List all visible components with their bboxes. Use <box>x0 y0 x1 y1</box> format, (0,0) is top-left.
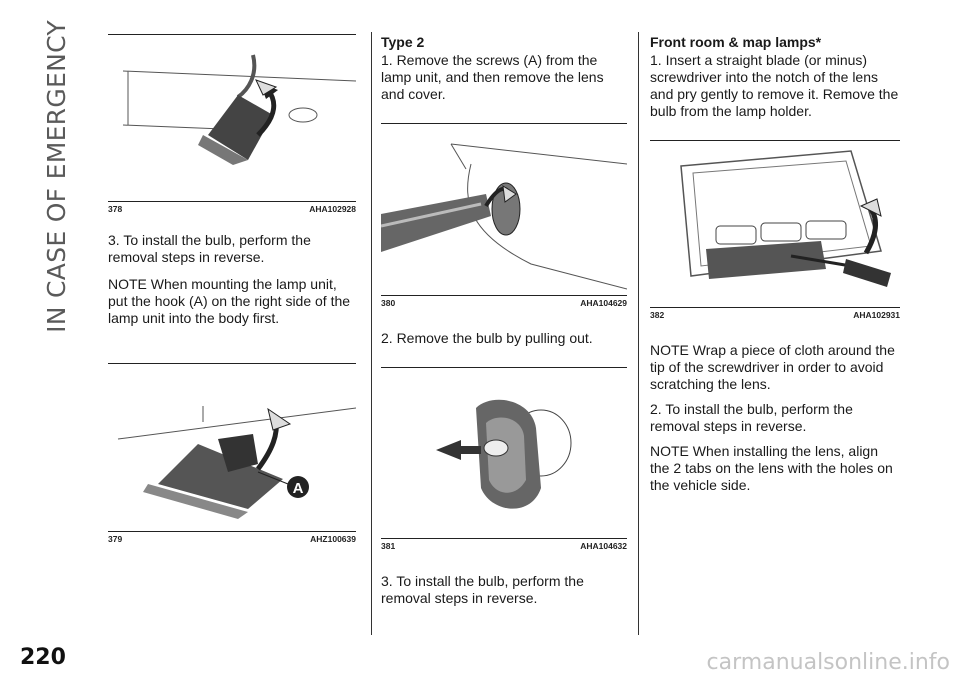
watermark: carmanualsonline.info <box>706 650 950 675</box>
page-number: 220 <box>20 645 66 670</box>
callout-a: A <box>293 480 304 497</box>
note-1: NOTE Wrap a piece of cloth around the ti… <box>650 342 895 392</box>
figure-378: 378 AHA102928 <box>108 34 356 214</box>
heading-type-2: Type 2 <box>381 34 425 50</box>
figure-number: 378 <box>108 204 123 214</box>
column-2: Type 2 1. Remove the screws (A) from the… <box>381 34 627 607</box>
figure-380: 380 AHA104629 <box>381 123 627 308</box>
step-1: 1. Remove the screws (A) from the lamp u… <box>381 52 604 102</box>
heading-front-room-map-lamps: Front room & map lamps* <box>650 34 822 50</box>
column-divider-1 <box>371 32 372 635</box>
figure-379: A 379 AHZ100639 <box>108 363 356 544</box>
column-divider-2 <box>638 32 639 635</box>
figure-number: 380 <box>381 298 396 308</box>
step-3: 3. To install the bulb, perform the remo… <box>108 232 311 265</box>
figure-379-illustration: A <box>117 406 356 519</box>
section-title: IN CASE OF EMERGENCY <box>42 20 71 333</box>
note-2: NOTE When installing the lens, align the… <box>650 443 893 493</box>
step-2: 2. To install the bulb, perform the remo… <box>650 401 853 434</box>
figure-code: AHA104629 <box>580 298 627 308</box>
step-3: 3. To install the bulb, perform the remo… <box>381 573 584 606</box>
figure-382-illustration <box>680 150 891 287</box>
note: NOTE When mounting the lamp unit, put th… <box>108 276 351 326</box>
step-2: 2. Remove the bulb by pulling out. <box>381 330 593 346</box>
step-1: 1. Insert a straight blade (or minus) sc… <box>650 52 899 119</box>
figure-code: AHA104632 <box>580 541 627 551</box>
figure-code: AHA102928 <box>309 204 356 214</box>
figure-code: AHZ100639 <box>310 534 356 544</box>
figure-code: AHA102931 <box>853 310 900 320</box>
figure-380-illustration <box>381 143 627 290</box>
figure-381: 381 AHA104632 <box>381 367 627 551</box>
column-3: Front room & map lamps* 1. Insert a stra… <box>650 34 900 494</box>
figure-381-illustration <box>436 399 572 509</box>
figure-number: 381 <box>381 541 396 551</box>
figure-number: 382 <box>650 310 665 320</box>
callout-a-badge <box>287 476 309 498</box>
figure-382: 382 AHA102931 <box>650 140 900 320</box>
column-1: 378 AHA102928 3. To install the bulb, pe… <box>108 34 356 544</box>
figure-378-illustration <box>122 54 356 165</box>
figure-number: 379 <box>108 534 123 544</box>
